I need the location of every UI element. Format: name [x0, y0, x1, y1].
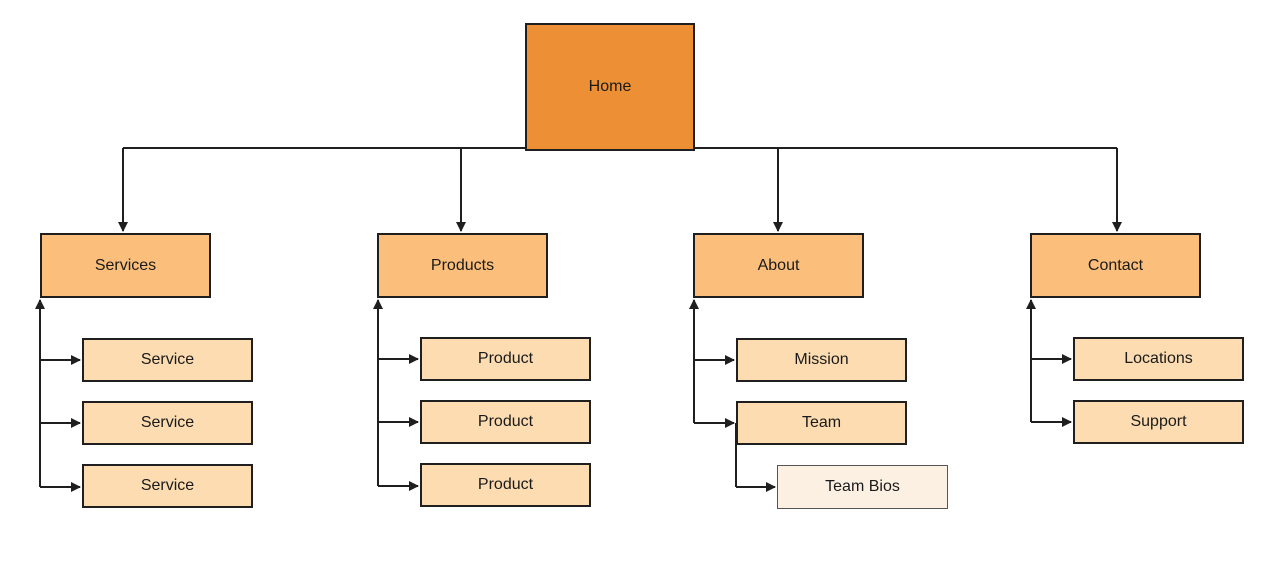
product-node-3[interactable]: Product — [420, 463, 591, 507]
product-node-2[interactable]: Product — [420, 400, 591, 444]
contact-node[interactable]: Contact — [1030, 233, 1201, 298]
mission-node[interactable]: Mission — [736, 338, 907, 382]
product-node-1[interactable]: Product — [420, 337, 591, 381]
team-bios-node[interactable]: Team Bios — [777, 465, 948, 509]
team-node[interactable]: Team — [736, 401, 907, 445]
service-node-3[interactable]: Service — [82, 464, 253, 508]
services-node[interactable]: Services — [40, 233, 211, 298]
home-node[interactable]: Home — [525, 23, 695, 151]
service-node-2[interactable]: Service — [82, 401, 253, 445]
about-node[interactable]: About — [693, 233, 864, 298]
locations-node[interactable]: Locations — [1073, 337, 1244, 381]
products-node[interactable]: Products — [377, 233, 548, 298]
service-node-1[interactable]: Service — [82, 338, 253, 382]
support-node[interactable]: Support — [1073, 400, 1244, 444]
